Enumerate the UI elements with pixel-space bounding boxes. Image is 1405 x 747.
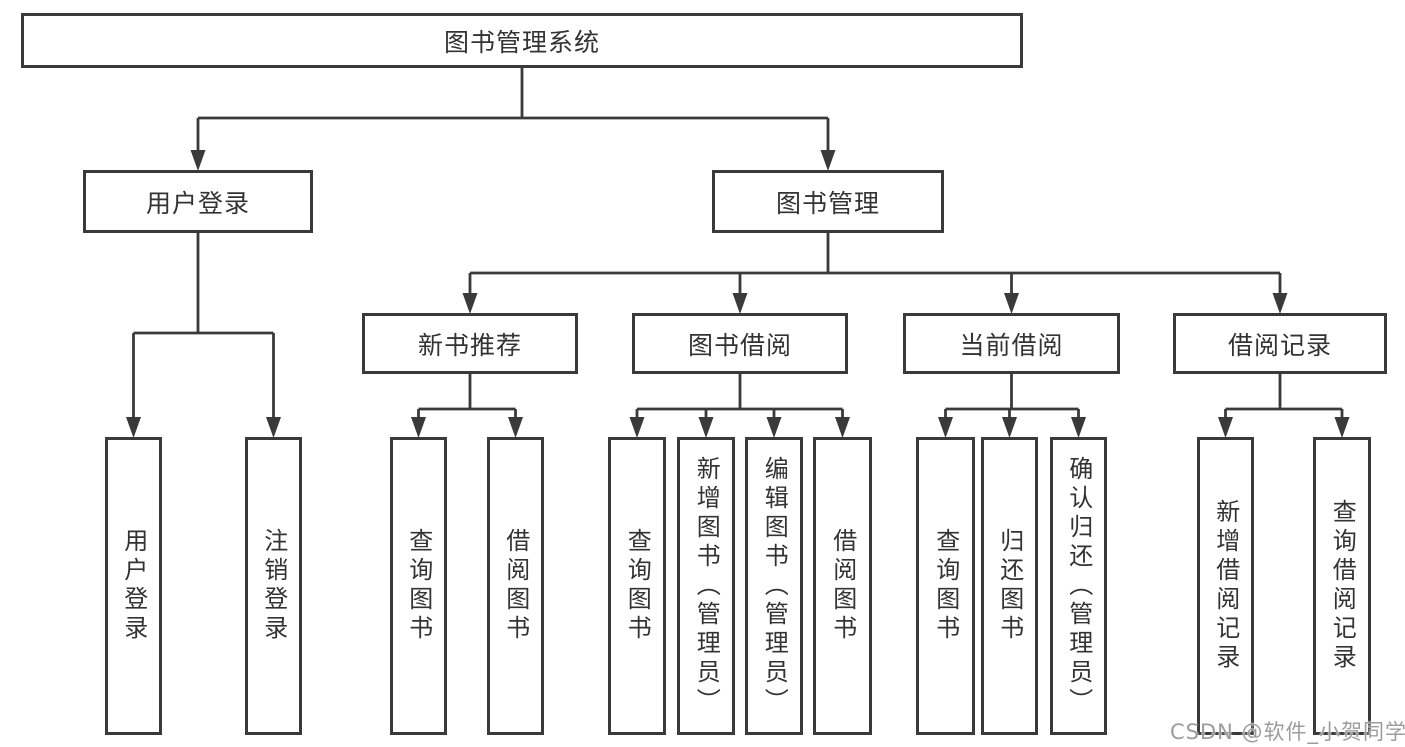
node-book-borrow: 图书借阅 (632, 313, 848, 374)
node-logout: 注销登录 (245, 437, 302, 735)
node-confirm-return: 确认归还（管理员） (1050, 437, 1107, 735)
node-user-login: 用户登录 (83, 170, 313, 233)
node-edit-book: 编辑图书（管理员） (745, 437, 803, 735)
node-query-book-2: 查询图书 (608, 437, 666, 735)
node-current-borrow: 当前借阅 (903, 313, 1120, 374)
node-borrow-records: 借阅记录 (1173, 313, 1387, 374)
node-borrow-book-1: 借阅图书 (487, 437, 544, 735)
node-query-book-3: 查询图书 (916, 437, 975, 735)
node-new-book-rec: 新书推荐 (362, 313, 578, 374)
node-book-mgmt: 图书管理 (712, 170, 944, 233)
node-return-book: 归还图书 (981, 437, 1038, 735)
node-add-book: 新增图书（管理员） (677, 437, 735, 735)
node-login: 用户登录 (105, 437, 162, 735)
node-add-borrow-record: 新增借阅记录 (1197, 437, 1254, 735)
node-borrow-book-2: 借阅图书 (813, 437, 872, 735)
node-root: 图书管理系统 (21, 13, 1023, 68)
node-query-borrow-record: 查询借阅记录 (1313, 437, 1371, 735)
watermark: CSDN @软件_小贺同学 (1170, 720, 1405, 744)
node-query-book-1: 查询图书 (390, 437, 447, 735)
